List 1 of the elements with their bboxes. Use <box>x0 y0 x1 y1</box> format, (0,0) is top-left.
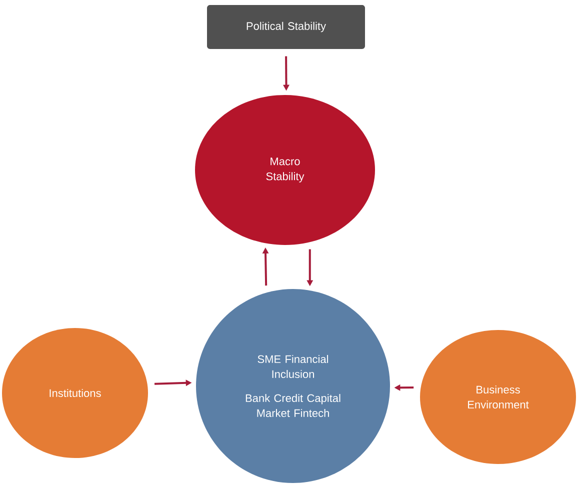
header-box: Political Stability <box>207 5 365 49</box>
